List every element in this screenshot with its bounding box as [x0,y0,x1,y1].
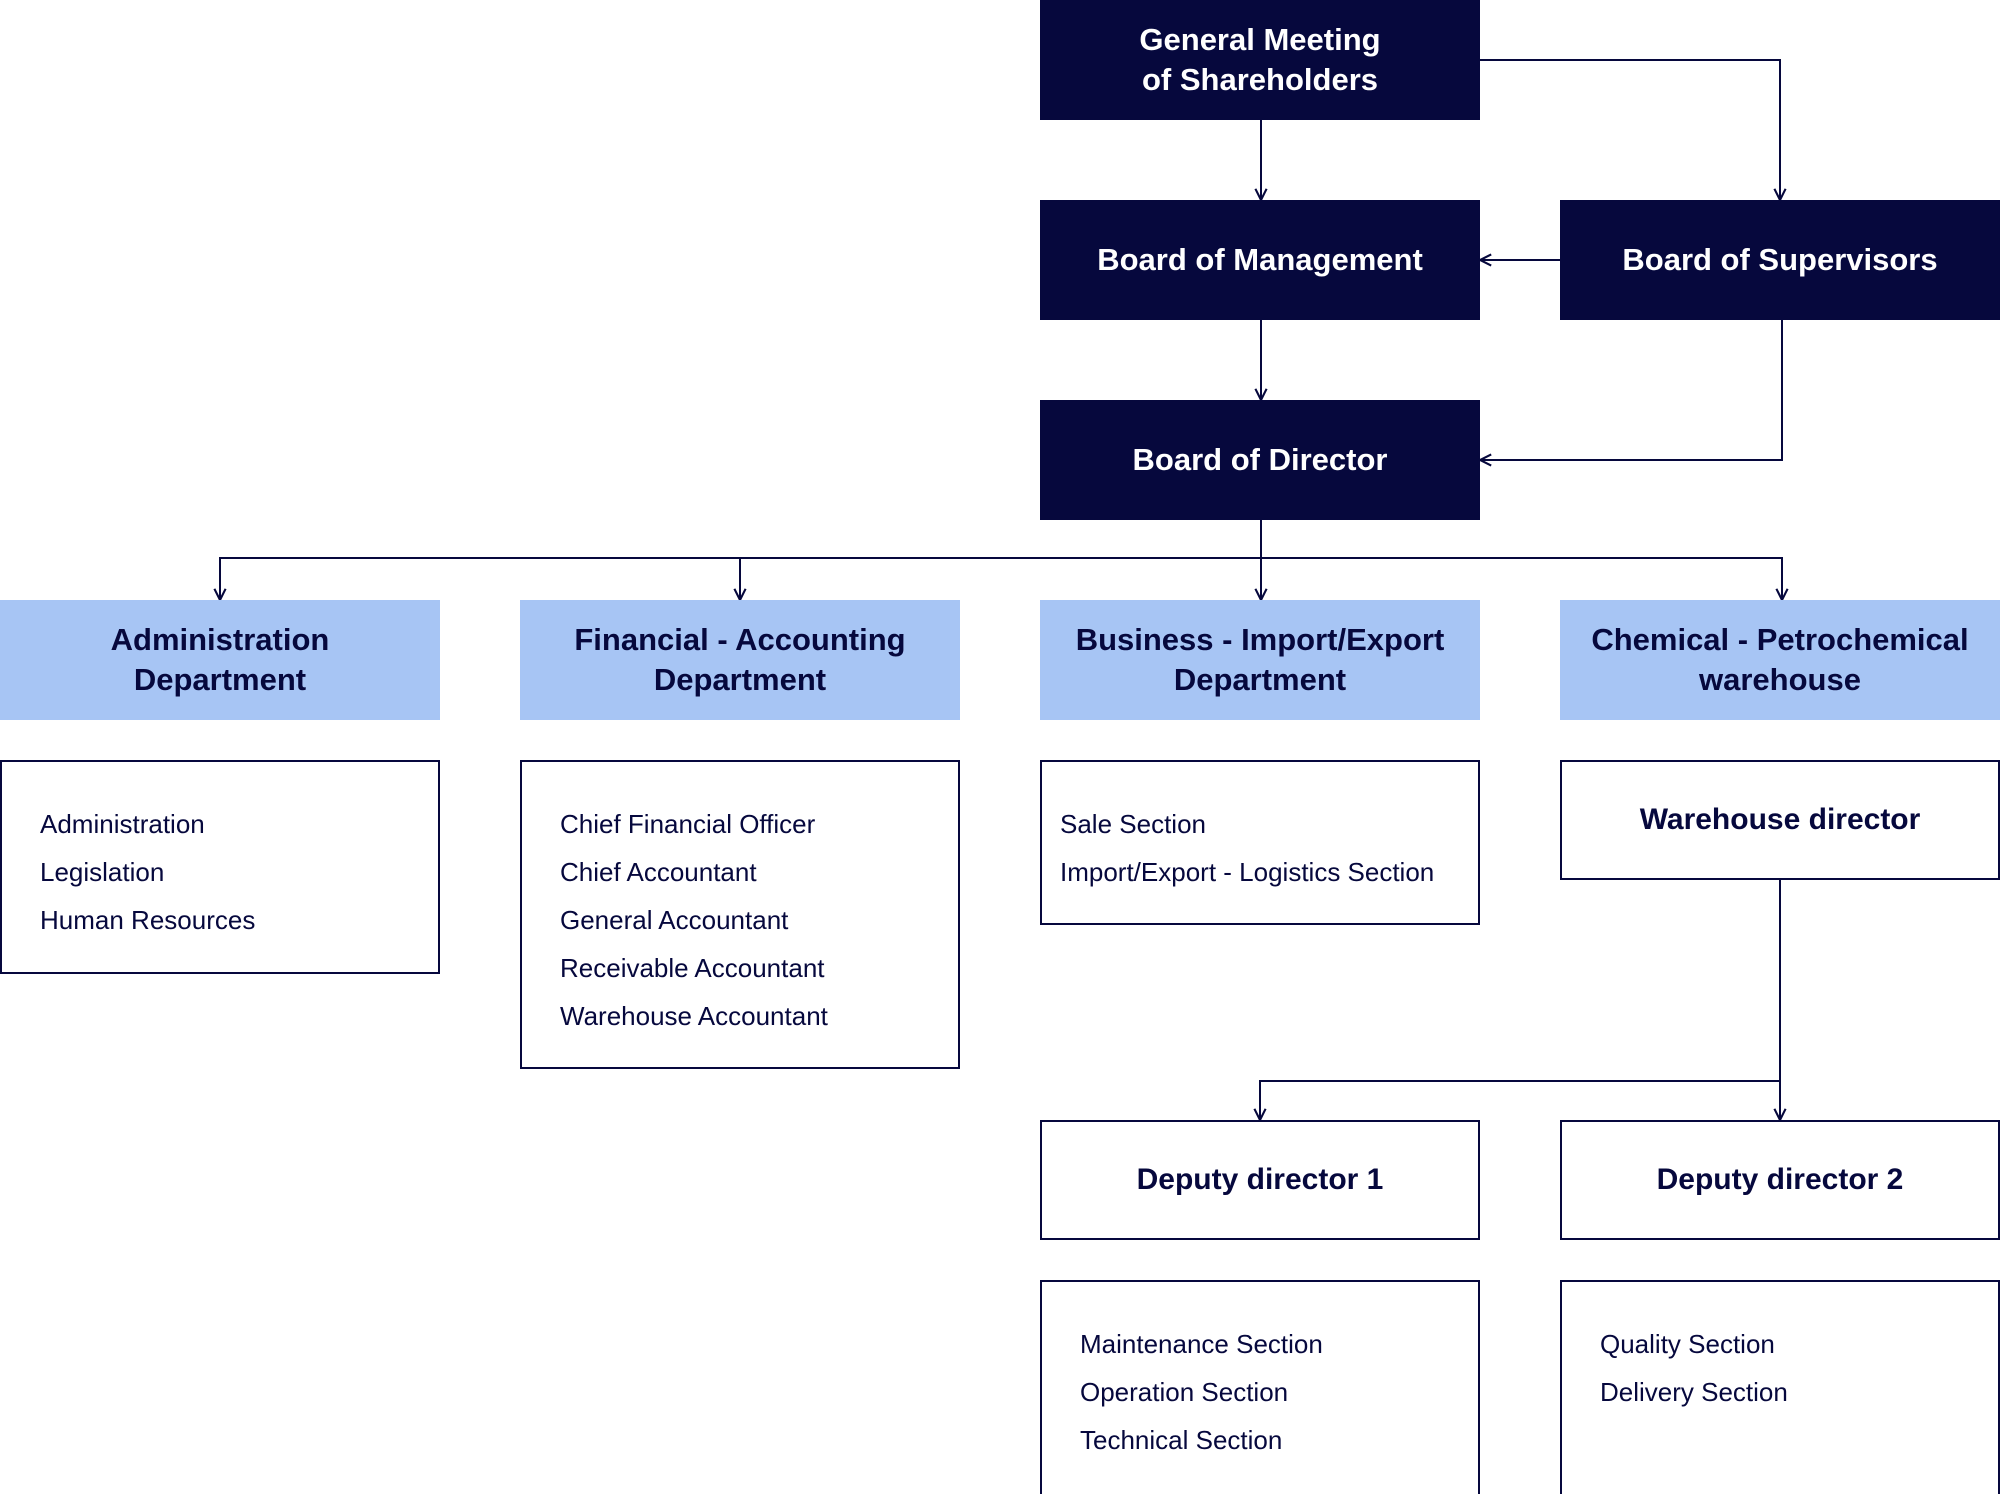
administration-department-line1: Administration [110,622,330,657]
business-import-export-department-box: Business - Import/Export Department [1040,600,1480,720]
list-item: Import/Export - Logistics Section [1060,857,1435,887]
financial-accounting-department-box: Financial - Accounting Department [520,600,960,720]
deputy-director-1-label: Deputy director 1 [1136,1163,1384,1196]
deputy-director-1-box: Deputy director 1 [1040,1120,1480,1240]
list-item: Chief Financial Officer [560,809,816,839]
connector-supervisors-to-director [1480,320,1783,460]
list-item: Quality Section [1600,1329,1775,1359]
administration-sections-list: Administration Legislation Human Resourc… [0,760,440,974]
deputy-director-2-box: Deputy director 2 [1560,1120,2000,1240]
deputy-director-1-sections-list: Maintenance Section Operation Section Te… [1040,1280,1480,1494]
list-item: Administration [40,809,205,839]
chemical-petrochemical-warehouse-line2: warehouse [1699,662,1861,697]
list-item: Delivery Section [1600,1377,1788,1407]
list-item: Human Resources [40,905,256,935]
financial-accounting-department-line2: Department [653,662,827,697]
business-import-export-department-line1: Business - Import/Export [1075,622,1445,657]
connector-shareholders-to-supervisors [1480,59,1780,200]
general-meeting-box: General Meeting of Shareholders [1040,0,1480,120]
business-sections-list: Sale Section Import/Export - Logistics S… [1040,760,1480,925]
list-item: Legislation [40,857,165,887]
deputy-director-2-label: Deputy director 2 [1656,1163,1904,1196]
list-item: General Accountant [560,905,789,935]
deputy-director-2-sections-list: Quality Section Delivery Section [1560,1280,2000,1494]
list-item: Receivable Accountant [560,953,825,983]
financial-accounting-department-line1: Financial - Accounting [574,622,906,657]
chemical-petrochemical-warehouse-box: Chemical - Petrochemical warehouse [1560,600,2000,720]
board-of-director-box: Board of Director [1040,400,1480,520]
list-item: Warehouse Accountant [560,1001,828,1031]
chemical-petrochemical-warehouse-line1: Chemical - Petrochemical [1591,622,1969,657]
connector-director-to-chemical [1261,557,1782,600]
connector-warehouse-to-deputy-1 [1260,880,1781,1120]
financial-accounting-sections-list: Chief Financial Officer Chief Accountant… [520,760,960,1069]
general-meeting-line2: of Shareholders [1142,62,1378,97]
administration-department-line2: Department [133,662,307,697]
board-of-management-box: Board of Management [1040,200,1480,320]
list-item: Technical Section [1080,1425,1283,1455]
board-of-management-label: Board of Management [1097,242,1423,277]
board-of-director-label: Board of Director [1132,442,1388,477]
list-item: Chief Accountant [560,857,757,887]
warehouse-director-box: Warehouse director [1560,760,2000,880]
administration-department-box: Administration Department [0,600,440,720]
warehouse-director-label: Warehouse director [1639,803,1921,836]
board-of-supervisors-box: Board of Supervisors [1560,200,2000,320]
general-meeting-line1: General Meeting [1139,22,1381,57]
business-import-export-department-line2: Department [1173,662,1347,697]
list-item: Sale Section [1060,809,1206,839]
board-of-supervisors-label: Board of Supervisors [1622,242,1938,277]
list-item: Operation Section [1080,1377,1289,1407]
list-item: Maintenance Section [1080,1329,1323,1359]
